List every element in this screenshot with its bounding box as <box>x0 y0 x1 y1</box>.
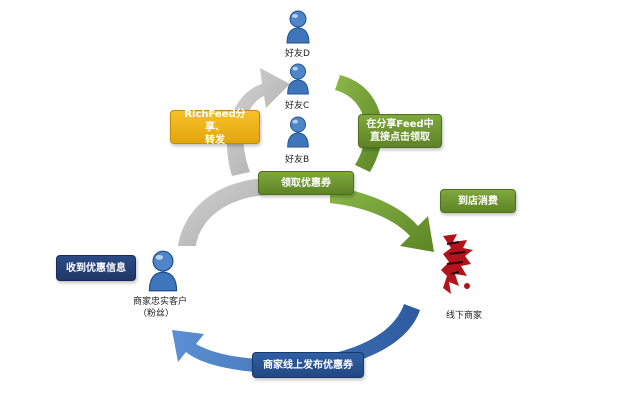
friend-c-label: 好友C <box>285 101 310 111</box>
richfeed-share-line1: RichFeed分享、 <box>184 108 246 133</box>
claim-coupon-box: 领取优惠券 <box>258 171 354 195</box>
merchant-label: 线下商家 <box>446 311 483 321</box>
customer-label-line1: 商家忠实客户 <box>133 297 188 307</box>
gray-return-arrow <box>226 68 290 176</box>
merchant-seal-icon <box>437 232 479 302</box>
instore-label: 到店消费 <box>458 195 498 207</box>
publish-coupon-box: 商家线上发布优惠券 <box>252 352 364 378</box>
customer-user-icon <box>145 250 181 296</box>
friend-d-label: 好友D <box>285 49 310 59</box>
friend-b-label: 好友B <box>285 155 310 165</box>
gray-share-arrow <box>178 178 268 246</box>
claim-coupon-label: 领取优惠券 <box>281 177 331 189</box>
richfeed-share-line2: 转发 <box>205 134 225 146</box>
friend-d-user-icon <box>285 10 311 48</box>
direct-claim-line2: 直接点击领取 <box>370 132 430 143</box>
direct-claim-line1: 在分享Feed中 <box>366 119 434 130</box>
publish-coupon-label: 商家线上发布优惠券 <box>263 359 353 371</box>
receive-info-label: 收到优惠信息 <box>66 262 126 274</box>
instore-box: 到店消费 <box>440 189 516 213</box>
receive-info-box: 收到优惠信息 <box>56 255 136 281</box>
richfeed-share-box: RichFeed分享、 转发 <box>170 108 260 146</box>
friend-b-user-icon <box>285 116 311 152</box>
customer-label-line2: （粉丝） <box>138 309 175 319</box>
friend-c-user-icon <box>285 63 311 99</box>
direct-claim-box: 在分享Feed中 直接点击领取 <box>358 114 442 148</box>
green-store-arrow <box>330 186 434 252</box>
